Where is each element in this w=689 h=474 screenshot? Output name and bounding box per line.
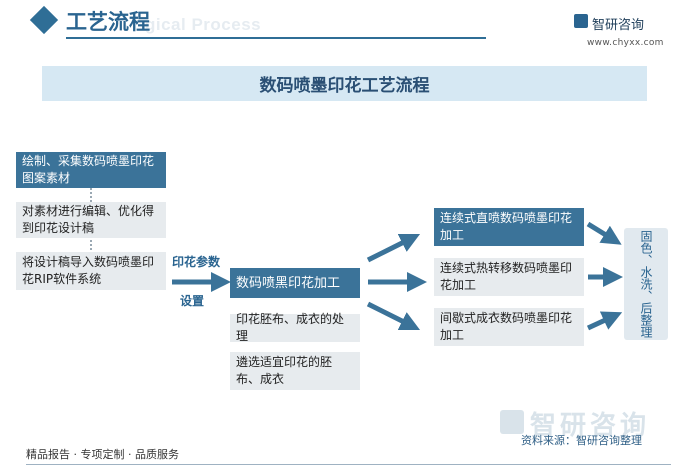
diagram-title: 数码喷墨印花工艺流程 — [259, 76, 430, 96]
step-select-fabric: 遴选适宜印花的胚布、成衣 — [230, 352, 360, 390]
arrow-direct-to-final — [586, 221, 622, 245]
step-direct-inkjet: 连续式直喷数码喷墨印花加工 — [434, 208, 584, 246]
header-ghost-text: gical Process — [145, 15, 262, 34]
footer-rule — [26, 464, 671, 465]
page-title: 工艺流程 — [66, 10, 150, 34]
brand-logo-icon — [574, 14, 588, 28]
header-rule — [66, 37, 486, 39]
step-fixing-washing: 固色、水洗、后整理 — [624, 228, 668, 340]
step-heat-transfer: 连续式热转移数码喷墨印花加工 — [434, 258, 584, 296]
footer-tagline: 精品报告 · 专项定制 · 品质服务 — [26, 448, 179, 461]
source-note: 资料来源：智研咨询整理 — [521, 434, 642, 447]
watermark-logo-icon — [500, 410, 524, 434]
step-collect-materials: 绘制、采集数码喷墨印花图案素材 — [16, 152, 166, 188]
step-garment-printing: 间歇式成衣数码喷墨印花加工 — [434, 308, 584, 346]
arrow-garment-to-final — [586, 311, 623, 331]
param-label-line2: 设置 — [180, 294, 205, 308]
arrow-to-garment — [366, 301, 421, 331]
step-edit-design: 对素材进行编辑、优化得到印花设计稿 — [16, 202, 166, 238]
watermark-text: 智研咨询 — [530, 411, 651, 441]
step-import-rip: 将设计稿导入数码喷墨印花RIP软件系统 — [16, 252, 166, 290]
brand-url: www.chyxx.com — [587, 38, 664, 48]
step-digital-printing: 数码喷黑印花加工 — [230, 268, 360, 298]
arrow-to-direct — [366, 233, 421, 263]
step-fabric-treatment: 印花胚布、成衣的处理 — [230, 312, 360, 343]
param-label-line1: 印花参数 — [172, 255, 221, 269]
brand-name: 智研咨询 — [592, 18, 645, 33]
diagram-title-banner: 数码喷墨印花工艺流程 — [42, 66, 647, 101]
